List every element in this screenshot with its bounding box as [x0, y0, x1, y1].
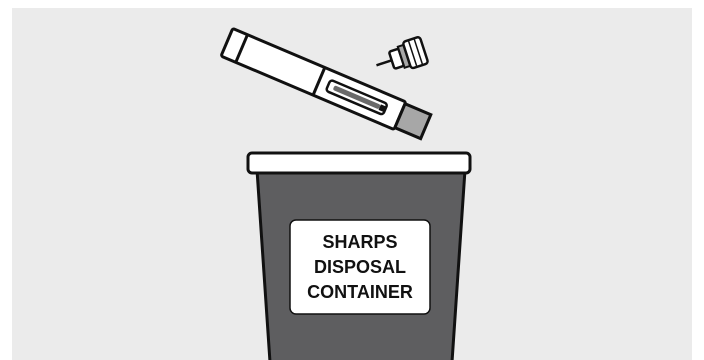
pen-body — [221, 28, 406, 129]
label-line-2: DISPOSAL — [314, 257, 406, 277]
illustration-panel: SHARPS DISPOSAL CONTAINER — [12, 8, 692, 360]
sharps-container-icon: SHARPS DISPOSAL CONTAINER — [248, 153, 470, 360]
needle — [376, 60, 391, 65]
container-lid — [248, 153, 470, 173]
pen-needle-icon — [372, 37, 428, 79]
sharps-disposal-illustration: SHARPS DISPOSAL CONTAINER — [12, 8, 692, 360]
label-line-3: CONTAINER — [307, 282, 413, 302]
label-line-1: SHARPS — [322, 232, 397, 252]
